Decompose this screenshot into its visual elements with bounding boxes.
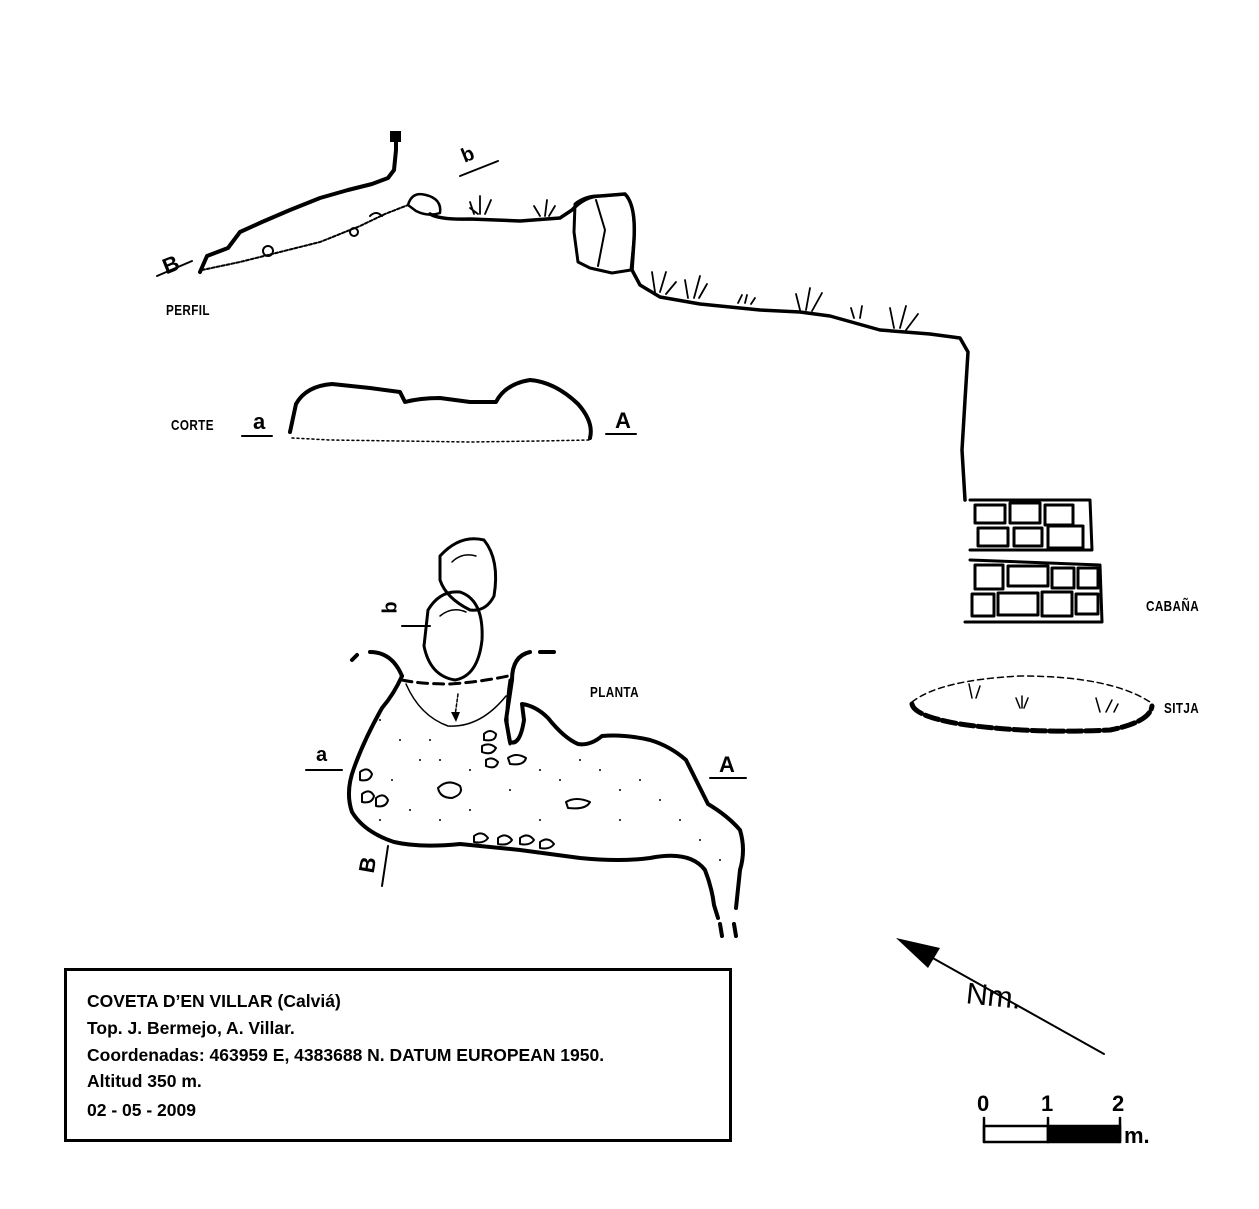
corte-roof [288, 378, 593, 440]
plan-exit-stub [718, 922, 738, 938]
north-label: Nm. [964, 977, 1023, 1016]
plan-outline-right [504, 678, 745, 910]
plan-dripline-arc [405, 683, 507, 727]
scale-tick-2: 2 [1112, 1091, 1125, 1116]
cross-section [241, 378, 637, 443]
plan-outline-right-inner [505, 678, 512, 746]
plan-rocks [359, 730, 591, 850]
profile-surface [428, 192, 970, 502]
scale-unit: m. [1124, 1123, 1150, 1148]
plan-floor-stipple [379, 719, 721, 861]
plan-boulder-lower [422, 590, 484, 682]
label-cabana: CABAÑA [1146, 598, 1200, 615]
mark-a-plan: a [316, 744, 328, 766]
label-planta: PLANTA [590, 684, 639, 701]
plan-view [305, 537, 747, 938]
label-perfil: PERFIL [166, 302, 210, 319]
profile-rock [369, 212, 383, 217]
section-line-B-profile [156, 260, 193, 277]
mark-A-corte: A [615, 408, 631, 433]
scale-bar-black-segment [1046, 1124, 1122, 1144]
hut-wall [963, 498, 1104, 624]
profile-floor [201, 204, 409, 271]
grass-tufts [469, 195, 919, 331]
title-block-coordinates: Coordenadas: 463959 E, 4383688 N. DATUM … [87, 1045, 605, 1065]
label-sitja: SITJA [1164, 700, 1200, 717]
plan-boulder-inner [451, 554, 477, 563]
scale-tick-1: 1 [1041, 1091, 1054, 1116]
profile-boulder [406, 192, 442, 216]
mark-A-plan: A [719, 752, 735, 777]
section-line-b-profile [459, 160, 499, 177]
scale-bar [982, 1116, 1122, 1144]
plan-dripline [400, 674, 510, 686]
scale-tick-0: 0 [977, 1091, 990, 1116]
profile-rock [262, 245, 274, 257]
charcoal-platform [909, 675, 1155, 734]
mark-a-corte: a [253, 409, 266, 434]
section-line-B-plan [381, 845, 389, 887]
profile-boulder-large [572, 192, 636, 275]
plan-slope-arrow-head [451, 712, 460, 722]
north-arrow [896, 938, 1105, 1055]
plan-entrance-stub [350, 650, 404, 678]
label-corte: CORTE [171, 417, 214, 434]
title-block-altitude: Altitud 350 m. [87, 1071, 202, 1091]
scale-bar-white-segment [982, 1124, 1050, 1144]
north-arrow-head [896, 938, 940, 968]
title-block-title: COVETA D’EN VILLAR (Calviá) [87, 991, 341, 1011]
north-arrow-shaft [921, 951, 1105, 1055]
plan-outline [347, 674, 720, 920]
profile-rock [349, 227, 359, 237]
profile-section [156, 131, 970, 502]
title-block: COVETA D’EN VILLAR (Calviá) Top. J. Berm… [64, 968, 732, 1142]
plan-boulder-upper [438, 537, 498, 612]
sitja-rim-bottom [909, 701, 1155, 734]
title-block-authors: Top. J. Bermejo, A. Villar. [87, 1018, 295, 1038]
plan-entrance-stub [510, 650, 556, 682]
profile-entrance-marker [390, 131, 401, 142]
profile-roof [198, 136, 398, 274]
mark-b-plan: b [379, 601, 402, 614]
title-block-date: 02 - 05 - 2009 [87, 1100, 196, 1120]
sitja-rim-top [911, 675, 1151, 703]
profile-boulder-crack [595, 199, 606, 267]
corte-floor [291, 437, 591, 443]
plan-boulder-inner [439, 609, 467, 617]
